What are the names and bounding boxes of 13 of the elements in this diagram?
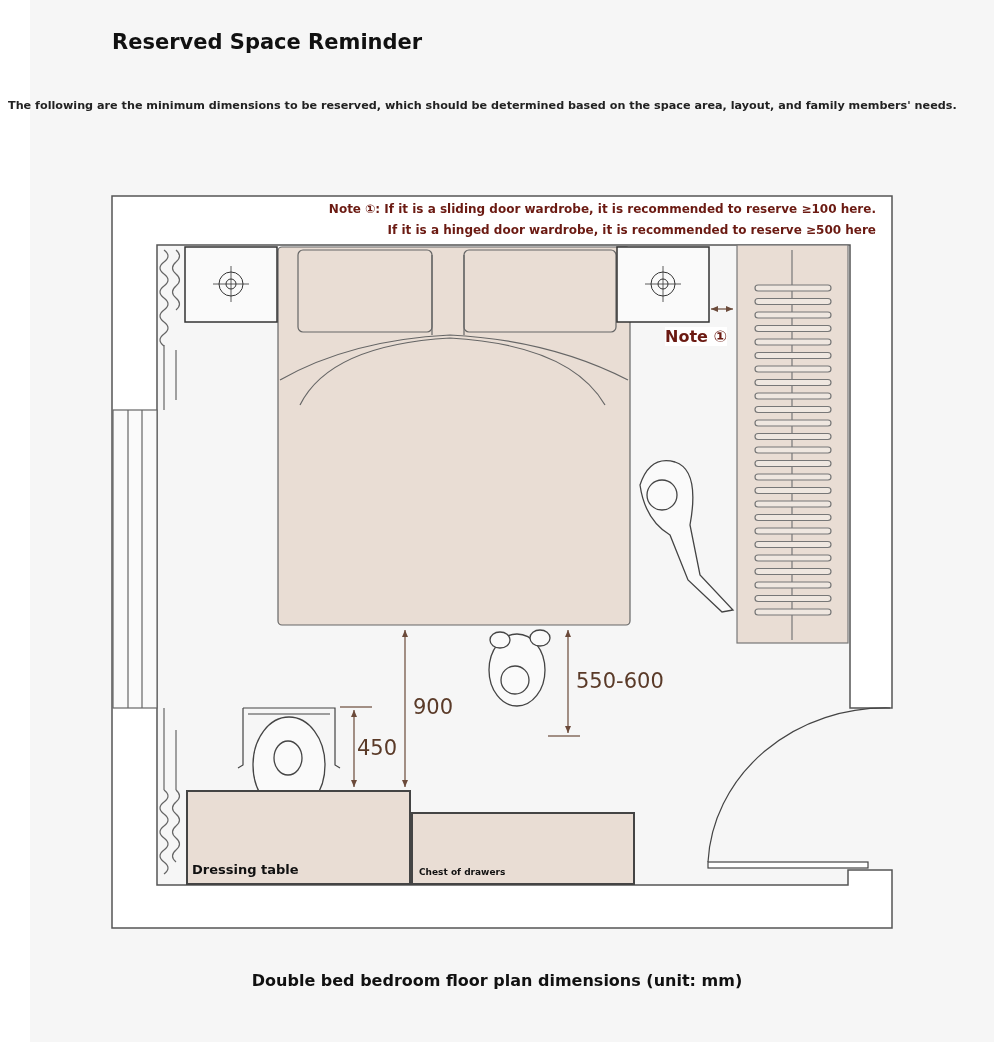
note-text: If it is a hinged door wardrobe, it is recommended to reserve ≥500 here — [387, 223, 876, 237]
subtitle: The following are the minimum dimensions to be reserved, which should be determined based on the space area, layout, and family members' needs. — [8, 99, 957, 112]
furniture-label: Dressing table — [192, 862, 299, 877]
dimension-value: 450 — [357, 736, 398, 760]
dimension-value: 900 — [413, 695, 454, 719]
chest-of-drawers — [411, 812, 635, 885]
title: Reserved Space Reminder — [112, 30, 423, 54]
note-text: Note ①: If it is a sliding door wardrobe, it is recommended to reserve ≥100 here. — [328, 202, 876, 216]
dressing-table — [186, 790, 411, 885]
caption: Double bed bedroom floor plan dimensions (unit: mm) — [250, 971, 744, 990]
note-marker: Note ① — [665, 327, 727, 346]
furniture-label: Chest of drawers — [419, 867, 506, 877]
dimension-value: 550-600 — [576, 669, 664, 693]
